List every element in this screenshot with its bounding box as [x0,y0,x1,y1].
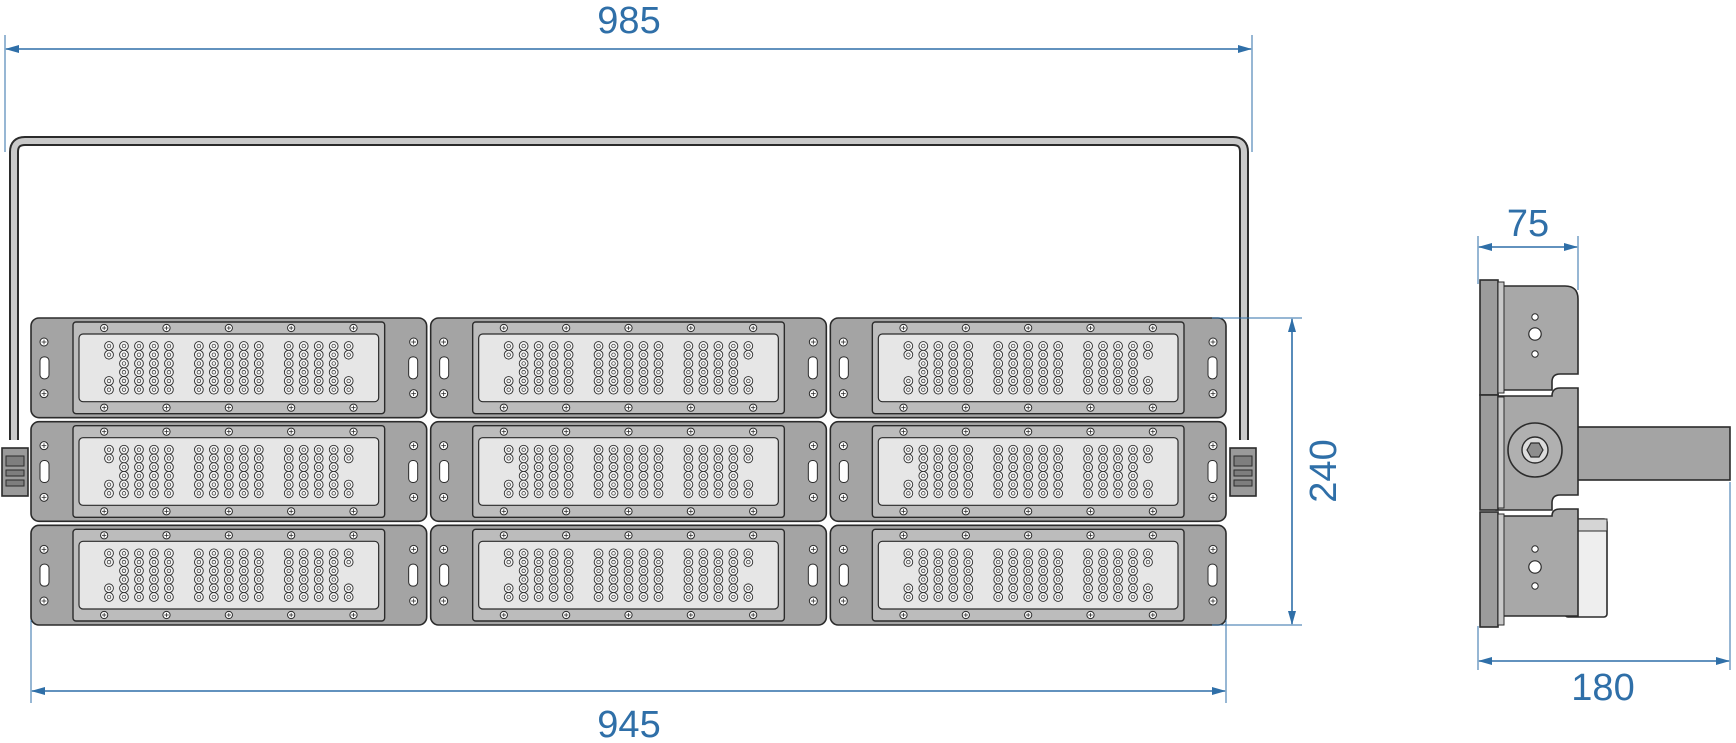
led-module [429,317,828,419]
dim-label-side-total-depth: 180 [1571,667,1634,709]
led-module [829,420,1227,523]
led-module [829,317,1227,419]
led-module [429,420,828,523]
dimensions: 985 945 240 75 180 [4,0,1731,743]
right-pivot-block [1229,447,1257,497]
dim-label-side-depth: 75 [1507,203,1549,245]
led-module [30,317,428,419]
left-pivot-block [1,447,29,497]
side-view [1479,279,1731,628]
led-module [30,420,428,523]
hex-bolt-icon [1526,442,1544,458]
dim-label-overall-width: 985 [597,0,660,42]
led-module [429,524,828,626]
dim-label-height: 240 [1303,439,1345,502]
front-view [1,136,1257,626]
dim-label-housing-width: 945 [597,704,660,743]
led-module-grid [30,317,1227,626]
led-module [829,524,1227,626]
led-module [30,524,428,626]
